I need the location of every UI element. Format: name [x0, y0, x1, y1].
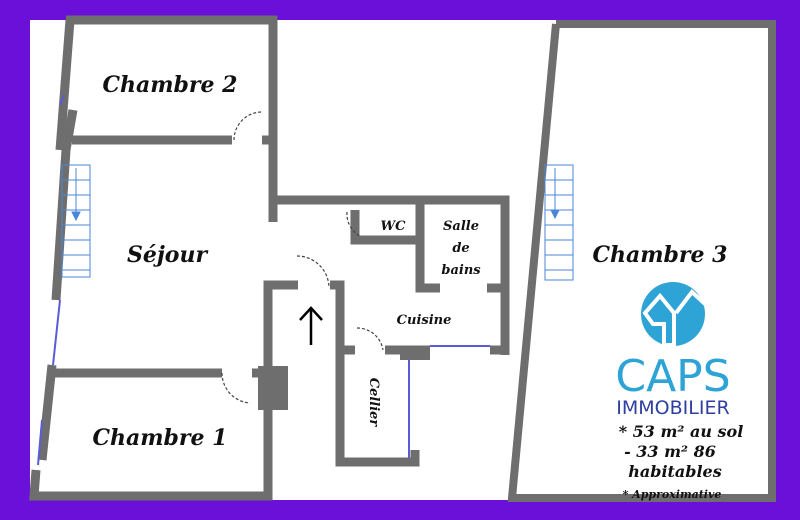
wall	[507, 20, 776, 502]
wall	[37, 364, 57, 461]
room-label-salle-line2: de	[452, 241, 469, 256]
approximative-note: * Approximative	[623, 488, 722, 501]
room-label-salle-line3: bains	[441, 263, 481, 278]
room-label-salle-line1: Salle	[443, 219, 479, 234]
room-label-sejour: Séjour	[127, 242, 209, 268]
logo-name: CAPS	[615, 351, 730, 402]
room-label-chambre3: Chambre 3	[593, 242, 728, 268]
room-label-cellier: Cellier	[366, 378, 381, 428]
chimney	[258, 366, 288, 410]
room-label-chambre2: Chambre 2	[103, 72, 238, 98]
room-label-cuisine: Cuisine	[397, 313, 452, 328]
wall	[29, 280, 298, 501]
wall	[400, 346, 430, 360]
arrow-up-icon	[299, 306, 323, 345]
wall	[51, 109, 78, 301]
logo-house-icon	[642, 289, 707, 347]
room-label-wc: WC	[381, 219, 407, 234]
wall	[415, 200, 440, 293]
surface-line2: - 33 m² 86	[624, 442, 716, 461]
plan-background	[30, 20, 770, 500]
stairs-down-icon	[61, 164, 574, 281]
wall	[330, 280, 420, 467]
surface-line3: habitables	[628, 462, 721, 481]
surface-line1: * 53 m² au sol	[619, 422, 744, 441]
wall	[350, 210, 418, 245]
walls	[29, 15, 776, 502]
wall	[55, 19, 75, 151]
room-label-chambre1: Chambre 1	[93, 425, 228, 451]
logo-subtitle: IMMOBILIER	[616, 397, 729, 419]
door-swings	[221, 111, 384, 404]
caps-logo: CAPS IMMOBILIER	[615, 282, 731, 419]
windows	[37, 94, 490, 466]
